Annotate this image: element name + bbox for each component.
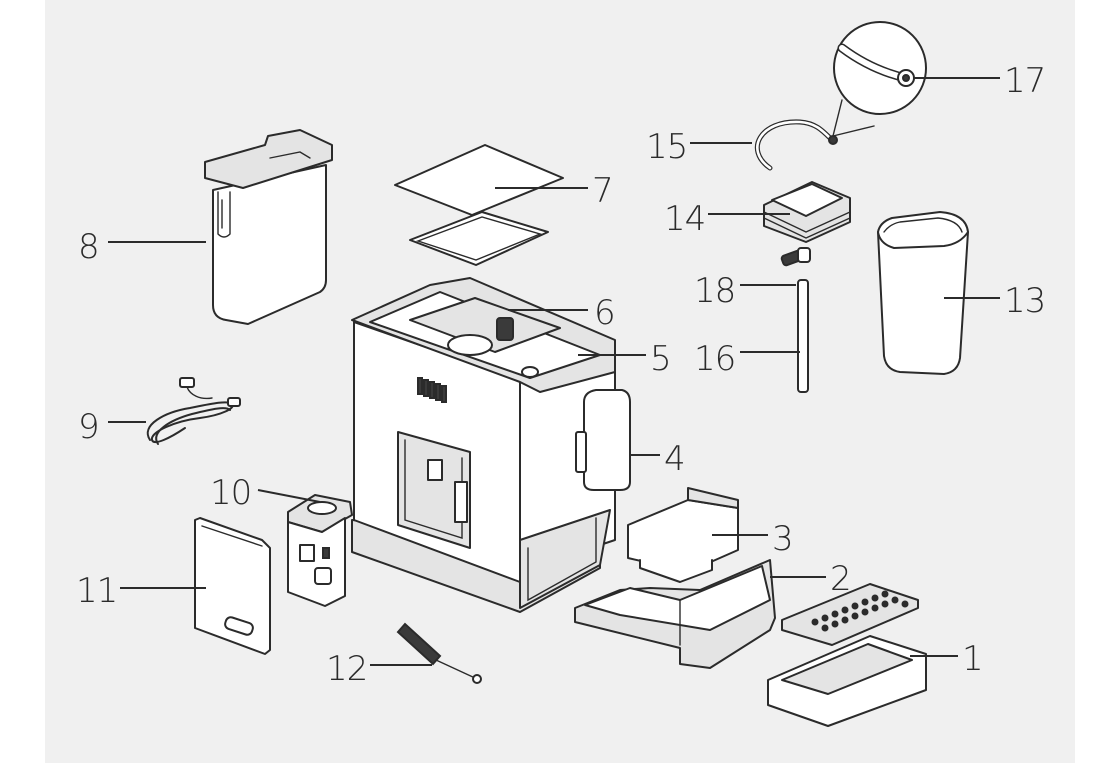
detail-magnifier bbox=[832, 21, 927, 137]
cleaning-brush-part bbox=[396, 622, 482, 684]
callout-4: 4 bbox=[664, 439, 685, 479]
connector-part bbox=[780, 247, 811, 267]
callout-6: 6 bbox=[594, 293, 615, 333]
grounds-container-part bbox=[627, 487, 739, 583]
milk-container-part bbox=[877, 211, 969, 375]
callout-18: 18 bbox=[694, 271, 735, 311]
callout-2: 2 bbox=[830, 559, 851, 599]
milk-lid-part bbox=[763, 181, 851, 243]
drip-tray-part bbox=[574, 559, 776, 669]
cup-grid-part bbox=[781, 583, 919, 646]
callout-9: 9 bbox=[78, 407, 99, 447]
callout-17: 17 bbox=[1004, 61, 1045, 101]
callout-8: 8 bbox=[78, 227, 99, 267]
callout-14: 14 bbox=[664, 199, 705, 239]
callout-1: 1 bbox=[962, 639, 983, 679]
vent-slots bbox=[417, 377, 447, 403]
milk-tube-part bbox=[797, 279, 809, 393]
brew-unit-part bbox=[287, 494, 353, 607]
side-module-part bbox=[575, 389, 631, 491]
callout-11: 11 bbox=[76, 571, 117, 611]
hose-part bbox=[754, 119, 838, 171]
callout-3: 3 bbox=[772, 519, 793, 559]
callout-12: 12 bbox=[326, 649, 367, 689]
leader-lines bbox=[108, 77, 1000, 666]
callout-10: 10 bbox=[210, 473, 251, 513]
callout-labels: 1 2 3 4 5 6 7 8 9 10 11 12 13 14 15 16 1… bbox=[76, 61, 1046, 689]
callout-5: 5 bbox=[650, 339, 671, 379]
tray-base-part bbox=[767, 635, 927, 727]
lid-part bbox=[394, 144, 564, 266]
callout-13: 13 bbox=[1004, 281, 1045, 321]
leader-10 bbox=[257, 489, 321, 503]
machine-body bbox=[351, 277, 616, 613]
water-tank-part bbox=[204, 129, 333, 325]
power-cord-part bbox=[146, 377, 241, 445]
callout-16: 16 bbox=[694, 339, 735, 379]
callout-7: 7 bbox=[592, 171, 613, 211]
service-door-part bbox=[194, 517, 271, 655]
callout-15: 15 bbox=[646, 127, 687, 167]
